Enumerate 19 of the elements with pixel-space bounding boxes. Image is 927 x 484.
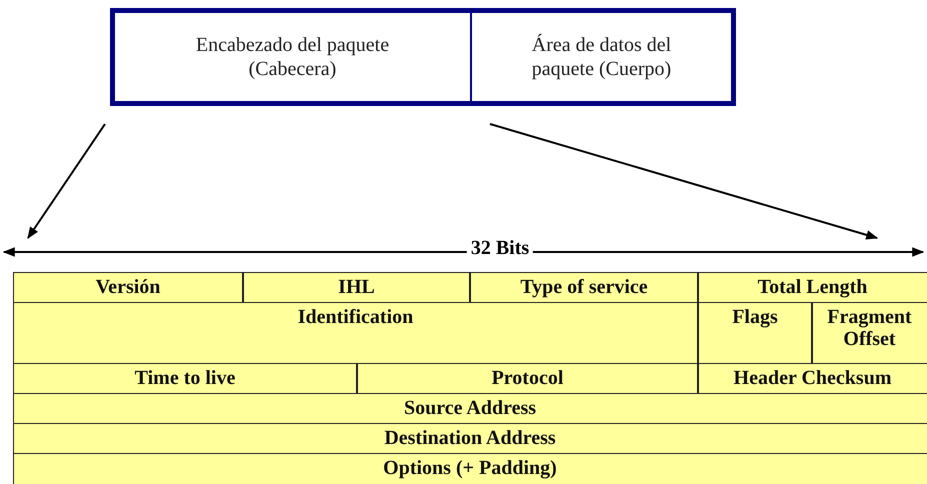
header-field: Identification xyxy=(13,302,698,364)
arrow xyxy=(490,123,878,240)
header-field: IHL xyxy=(243,272,470,303)
header-field: Destination Address xyxy=(13,423,927,454)
header-field: Header Checksum xyxy=(698,363,927,394)
section-label: Encabezado del paquete (Cabecera) xyxy=(194,33,390,81)
arrow xyxy=(27,123,106,239)
packet-section xyxy=(470,8,736,106)
header-field: Total Length xyxy=(698,272,927,303)
packet-section xyxy=(110,8,472,106)
section-label: Área de datos del paquete (Cuerpo) xyxy=(530,33,672,81)
header-field: Options (+ Padding) xyxy=(13,453,927,484)
header-field: Fragment Offset xyxy=(812,302,927,364)
header-field: Flags xyxy=(698,302,812,364)
header-field: Versión xyxy=(13,272,243,303)
header-field: Protocol xyxy=(357,363,698,394)
header-field: Type of service xyxy=(470,272,698,303)
header-field: Time to live xyxy=(13,363,357,394)
header-field: Source Address xyxy=(13,393,927,424)
